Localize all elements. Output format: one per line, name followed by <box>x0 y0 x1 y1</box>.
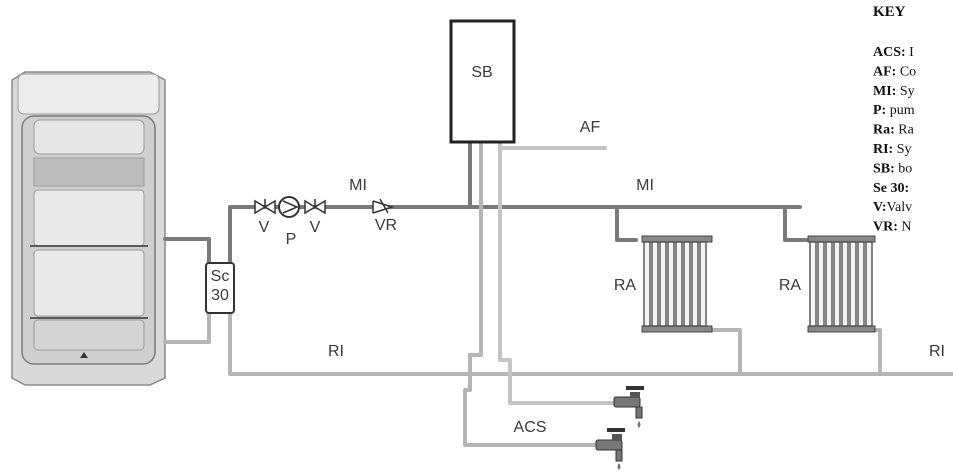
key-item-code: ACS: <box>873 45 906 60</box>
key-item-text: Co <box>896 64 916 79</box>
sc30-separator: Sc 30 <box>205 262 235 314</box>
key-item-code: P: <box>873 103 886 118</box>
mi-right-label: MI <box>636 177 654 194</box>
sc-label-line2: 30 <box>211 287 229 304</box>
key-item-code: Se 30: <box>873 181 909 196</box>
valve-right-icon <box>304 199 326 215</box>
tap-upper-icon <box>613 386 644 428</box>
p-label: P <box>286 231 297 248</box>
key-item: RI: Sy <box>873 142 912 157</box>
key-item-code: V: <box>873 200 887 215</box>
key-item: P: pum <box>873 103 915 118</box>
key-item-text: Valv <box>887 200 913 215</box>
af-label: AF <box>580 119 601 136</box>
mi-left-label: MI <box>349 177 367 194</box>
key-item-code: Ra: <box>873 123 895 138</box>
check-valve-icon <box>372 198 395 214</box>
valve-left-icon <box>254 199 276 215</box>
key-item: SB: bo <box>873 161 912 176</box>
key-item-text: Sy <box>896 84 914 99</box>
key-item: Se 30: <box>873 181 909 196</box>
v-right-label: V <box>310 219 321 236</box>
key-item-code: MI: <box>873 84 896 99</box>
key-item-code: RI: <box>873 142 893 157</box>
ra-left-label: RA <box>614 277 637 294</box>
boiler-stove <box>11 71 166 386</box>
ra-right-label: RA <box>779 277 802 294</box>
key-item: MI: Sy <box>873 84 915 99</box>
storage-boiler-sb: SB <box>449 19 516 144</box>
flow-pipes <box>163 140 808 272</box>
key-item: Ra: Ra <box>873 123 915 138</box>
key-item-code: VR: <box>873 220 898 235</box>
key-item: ACS: I <box>873 45 914 60</box>
key-item-code: SB: <box>873 161 895 176</box>
ri-right-label: RI <box>929 343 945 360</box>
ri-left-label: RI <box>328 343 344 360</box>
vr-label: VR <box>375 217 397 234</box>
radiator-left <box>641 235 713 333</box>
key-item-text: I <box>906 45 915 60</box>
sc-label-line1: Sc <box>211 268 230 285</box>
key-item-text: bo <box>895 161 913 176</box>
key-item: V:Valv <box>873 200 912 215</box>
radiator-right <box>807 235 876 333</box>
key-item-text: Ra <box>895 123 915 138</box>
tap-lower-icon <box>595 428 625 470</box>
v-left-label: V <box>259 219 270 236</box>
cold-water-pipes <box>498 140 616 405</box>
key-title: KEY <box>873 4 906 20</box>
key-item-text: pum <box>886 103 915 118</box>
key-item: VR: N <box>873 220 912 235</box>
acs-label: ACS <box>514 419 547 436</box>
return-pipes <box>163 140 953 447</box>
key-item-text: Sy <box>893 142 911 157</box>
pump-icon <box>278 196 300 218</box>
key-item-code: AF: <box>873 64 896 79</box>
sb-label: SB <box>471 64 492 81</box>
key-item: AF: Co <box>873 64 916 79</box>
key-item-text: N <box>898 220 912 235</box>
